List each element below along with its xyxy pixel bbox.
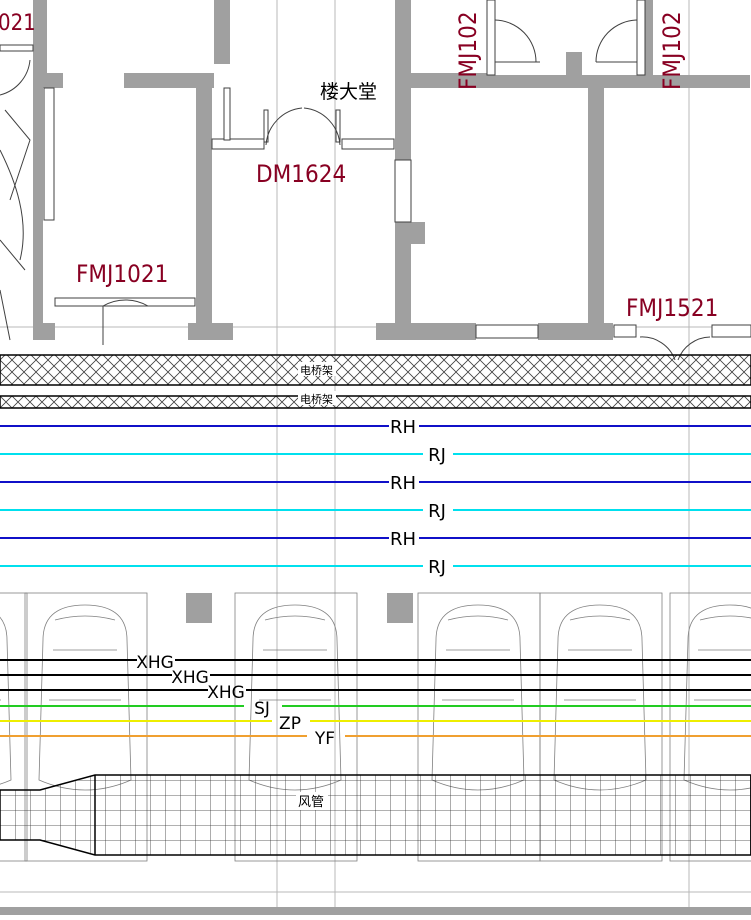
labels: 021 DM1624 楼大堂 FMJ1021 FMJ1521 FMJ102 FM… — [0, 11, 718, 810]
stair-outline — [0, 109, 31, 271]
tray-label-bg — [298, 391, 336, 405]
wall — [376, 323, 476, 340]
door-frame — [223, 87, 231, 141]
car-detail — [0, 699, 1, 701]
duct-body — [0, 774, 751, 856]
car-outline — [38, 604, 132, 791]
column — [387, 593, 413, 623]
air-duct-label: 风管 — [298, 795, 324, 810]
wall — [196, 85, 212, 340]
pipe-label: RJ — [428, 445, 446, 466]
duct-label-bg — [296, 792, 328, 810]
door-label-vertical: FMJ102 — [454, 11, 482, 90]
pipe-label: RJ — [428, 501, 446, 522]
door-frame — [341, 138, 395, 150]
car-outline — [431, 604, 525, 791]
car-detail — [442, 615, 514, 701]
wall — [33, 323, 55, 340]
tray-label-bg — [298, 362, 336, 376]
window — [475, 324, 539, 339]
parking-stall — [24, 592, 148, 862]
wall — [588, 75, 604, 340]
pipe-lines: RH RJ RH RJ RH RJ — [0, 417, 751, 578]
wall — [566, 52, 582, 88]
cable-tray — [0, 354, 751, 386]
wall — [0, 907, 751, 915]
door-label-fmj1021: FMJ1021 — [76, 260, 168, 288]
door-frame — [54, 297, 196, 307]
parking-stall — [669, 592, 751, 862]
door-swing — [265, 107, 341, 146]
pipe-label: XHG — [136, 653, 174, 673]
wall — [33, 73, 63, 88]
door-leaf — [263, 109, 269, 143]
wall — [214, 0, 230, 64]
door-label-vertical: FMJ102 — [658, 11, 686, 90]
pipe-label: YF — [314, 729, 335, 749]
parking-stall — [0, 592, 28, 862]
car-detail — [694, 615, 751, 701]
door-label: 021 — [0, 11, 36, 36]
column — [186, 593, 212, 623]
wall — [33, 88, 43, 338]
door-frame — [211, 138, 265, 150]
car-outline — [0, 616, 12, 785]
cable-tray-label: 电桥架 — [300, 364, 333, 377]
wall — [395, 222, 411, 340]
door-leaf — [335, 109, 341, 143]
stair-outline — [0, 59, 31, 341]
wall — [645, 0, 653, 75]
car-detail — [564, 615, 636, 701]
door-frame — [711, 324, 751, 338]
car-outline — [248, 604, 342, 791]
pipe-label: XHG — [207, 683, 245, 703]
pipe-label: ZP — [279, 714, 301, 734]
cable-tray-label: 电桥架 — [300, 393, 333, 406]
door-label-dm1624: DM1624 — [256, 160, 346, 188]
car-detail — [49, 615, 121, 701]
air-duct — [0, 774, 751, 856]
door-frame — [613, 324, 637, 338]
wall — [188, 323, 233, 340]
parking-stall — [234, 592, 358, 862]
car-detail — [259, 615, 331, 701]
wall — [124, 73, 214, 88]
door-label-fmj1521: FMJ1521 — [626, 294, 718, 322]
door-frame — [0, 44, 34, 52]
wall — [33, 0, 47, 88]
door-swing — [595, 19, 638, 63]
pipe-label: RH — [390, 473, 416, 494]
doors-and-windows — [0, 0, 751, 361]
cable-tray — [0, 395, 751, 409]
car-outline — [683, 604, 751, 791]
door-swing — [102, 299, 149, 345]
door-frame — [636, 0, 646, 76]
pipe-label: SJ — [254, 699, 270, 719]
room-label-lobby: 楼大堂 — [320, 81, 377, 103]
pipe-label: RH — [390, 417, 416, 438]
wall — [395, 222, 425, 244]
pipe-label: RH — [390, 529, 416, 550]
pipe-label: RJ — [428, 557, 446, 578]
pipe-label: XHG — [171, 668, 209, 688]
door-frame — [486, 0, 496, 76]
window — [394, 159, 412, 223]
car-outline — [553, 604, 647, 791]
parking-stall — [539, 592, 663, 862]
window — [43, 87, 55, 221]
door-swing — [494, 19, 540, 63]
cable-trays — [0, 354, 751, 409]
